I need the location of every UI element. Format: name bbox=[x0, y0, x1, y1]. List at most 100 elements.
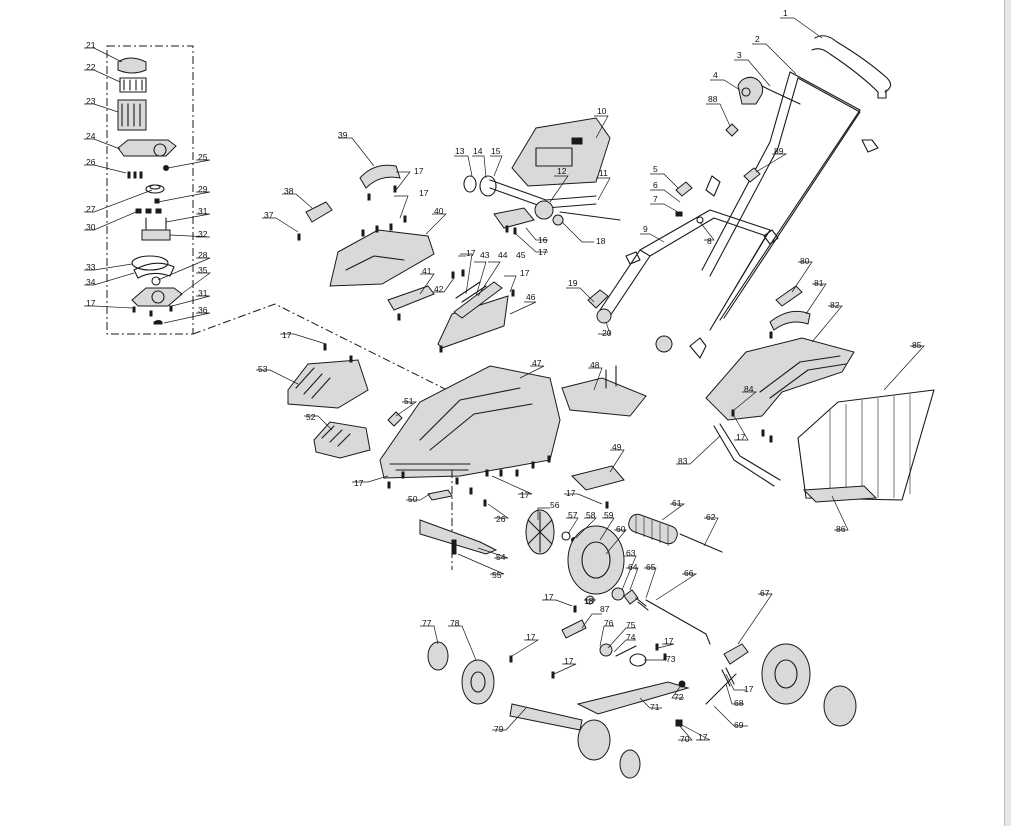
part-1-grip-end bbox=[877, 89, 887, 99]
leader-7 bbox=[650, 203, 679, 213]
part-26-screw-deck bbox=[483, 499, 487, 507]
leader-42 bbox=[432, 277, 455, 293]
part-47-deck-ribs bbox=[419, 387, 533, 451]
leader-74 bbox=[613, 639, 636, 653]
part-60-wheel-hub bbox=[581, 541, 611, 579]
leader-78 bbox=[448, 625, 477, 661]
callout-19: 19 bbox=[568, 278, 578, 288]
leader-11 bbox=[596, 177, 611, 201]
leader-84 bbox=[733, 391, 757, 411]
leader-64 bbox=[626, 567, 639, 591]
callout-31-upper: 31 bbox=[198, 206, 208, 216]
callout-25: 25 bbox=[198, 152, 208, 162]
part-35-base-hole bbox=[151, 290, 165, 304]
callout-21: 21 bbox=[86, 40, 96, 50]
leader-12 bbox=[549, 175, 569, 203]
part-18-nut bbox=[552, 214, 564, 226]
part-40-cover bbox=[329, 229, 435, 287]
leader-52 bbox=[304, 415, 333, 431]
leader-17-49 bbox=[564, 493, 603, 505]
part-17-screw-39b bbox=[393, 185, 397, 193]
part-53-cover-ribs bbox=[295, 367, 331, 399]
part-17-screws-40 bbox=[361, 215, 407, 237]
leader-10 bbox=[594, 115, 609, 139]
part-17-screws-53 bbox=[323, 343, 353, 363]
leader-43 bbox=[460, 253, 473, 295]
leader-85 bbox=[883, 345, 925, 391]
callout-5: 5 bbox=[653, 164, 658, 174]
callout-13: 13 bbox=[455, 146, 465, 156]
leader-17-motor bbox=[84, 305, 133, 309]
part-36-clip bbox=[153, 320, 163, 325]
leader-66 bbox=[655, 573, 698, 601]
callout-71: 71 bbox=[650, 702, 660, 712]
callout-83: 83 bbox=[678, 456, 688, 466]
callout-62: 62 bbox=[706, 512, 716, 522]
part-81-grass-box-handle bbox=[769, 310, 811, 331]
callout-85: 85 bbox=[912, 340, 922, 350]
callout-17-49: 17 bbox=[566, 488, 576, 498]
callout-17-front-b: 17 bbox=[564, 656, 574, 666]
callout-26-motor: 26 bbox=[86, 157, 96, 167]
leader-33 bbox=[84, 263, 133, 271]
deck-assembly bbox=[256, 333, 647, 575]
callout-73: 73 bbox=[666, 654, 676, 664]
leader-62 bbox=[703, 517, 719, 547]
part-83-frame bbox=[713, 423, 781, 487]
callout-44: 44 bbox=[498, 250, 508, 260]
leader-49 bbox=[609, 449, 625, 473]
part-8-washer bbox=[696, 216, 704, 224]
part-73-bushing bbox=[629, 653, 647, 667]
leader-57 bbox=[566, 517, 579, 535]
part-77-wheel-cap bbox=[427, 641, 449, 671]
callout-41: 41 bbox=[422, 266, 432, 276]
leader-31a bbox=[165, 213, 211, 223]
part-57-washer bbox=[561, 531, 571, 541]
leader-44 bbox=[474, 261, 487, 297]
callout-52: 52 bbox=[306, 412, 316, 422]
callout-1: 1 bbox=[783, 8, 788, 18]
part-26-screws bbox=[127, 171, 143, 179]
part-17-screws-bracket bbox=[505, 225, 517, 235]
part-48-rear-flap bbox=[561, 377, 647, 417]
leader-24 bbox=[84, 138, 121, 150]
leader-35 bbox=[179, 272, 212, 296]
part-1-handle-grip bbox=[811, 35, 892, 93]
part-37-screw bbox=[297, 233, 301, 241]
part-78-front-wheel-left bbox=[461, 659, 495, 705]
part-17-screws-deck bbox=[387, 455, 551, 495]
callout-16: 16 bbox=[538, 235, 548, 245]
callout-17-73: 17 bbox=[664, 636, 674, 646]
part-52-battery-ribs bbox=[321, 425, 351, 447]
rear-cover-assembly bbox=[454, 115, 621, 253]
callout-17-68: 17 bbox=[744, 684, 754, 694]
callout-49: 49 bbox=[612, 442, 622, 452]
part-17-screw-46 bbox=[511, 289, 515, 297]
leader-22 bbox=[84, 69, 121, 83]
callout-7: 7 bbox=[653, 194, 658, 204]
part-60-rear-wheel bbox=[567, 525, 625, 595]
part-88-clip bbox=[725, 123, 739, 137]
leader-3 bbox=[734, 59, 771, 87]
leader-48 bbox=[588, 367, 603, 391]
callout-87: 87 bbox=[600, 604, 610, 614]
callout-77: 77 bbox=[422, 618, 432, 628]
callout-2: 2 bbox=[755, 34, 760, 44]
callout-69: 69 bbox=[734, 720, 744, 730]
part-39-carry-handle bbox=[359, 164, 401, 189]
leader-83 bbox=[676, 435, 721, 465]
part-17-screws-73 bbox=[655, 643, 667, 661]
callout-39: 39 bbox=[338, 130, 348, 140]
leader-68 bbox=[725, 683, 744, 705]
part-47-deck-skirt bbox=[389, 463, 471, 471]
leader-76 bbox=[599, 625, 614, 647]
leader-17-grass bbox=[733, 415, 749, 441]
part-50-insert bbox=[427, 489, 453, 501]
leader-47 bbox=[519, 365, 545, 379]
leader-40 bbox=[425, 213, 447, 235]
part-71-axle-frame bbox=[576, 681, 690, 715]
callout-89: 89 bbox=[774, 146, 784, 156]
leader-23 bbox=[84, 103, 119, 113]
callout-31-lower: 31 bbox=[198, 288, 208, 298]
leader-75 bbox=[607, 627, 636, 649]
